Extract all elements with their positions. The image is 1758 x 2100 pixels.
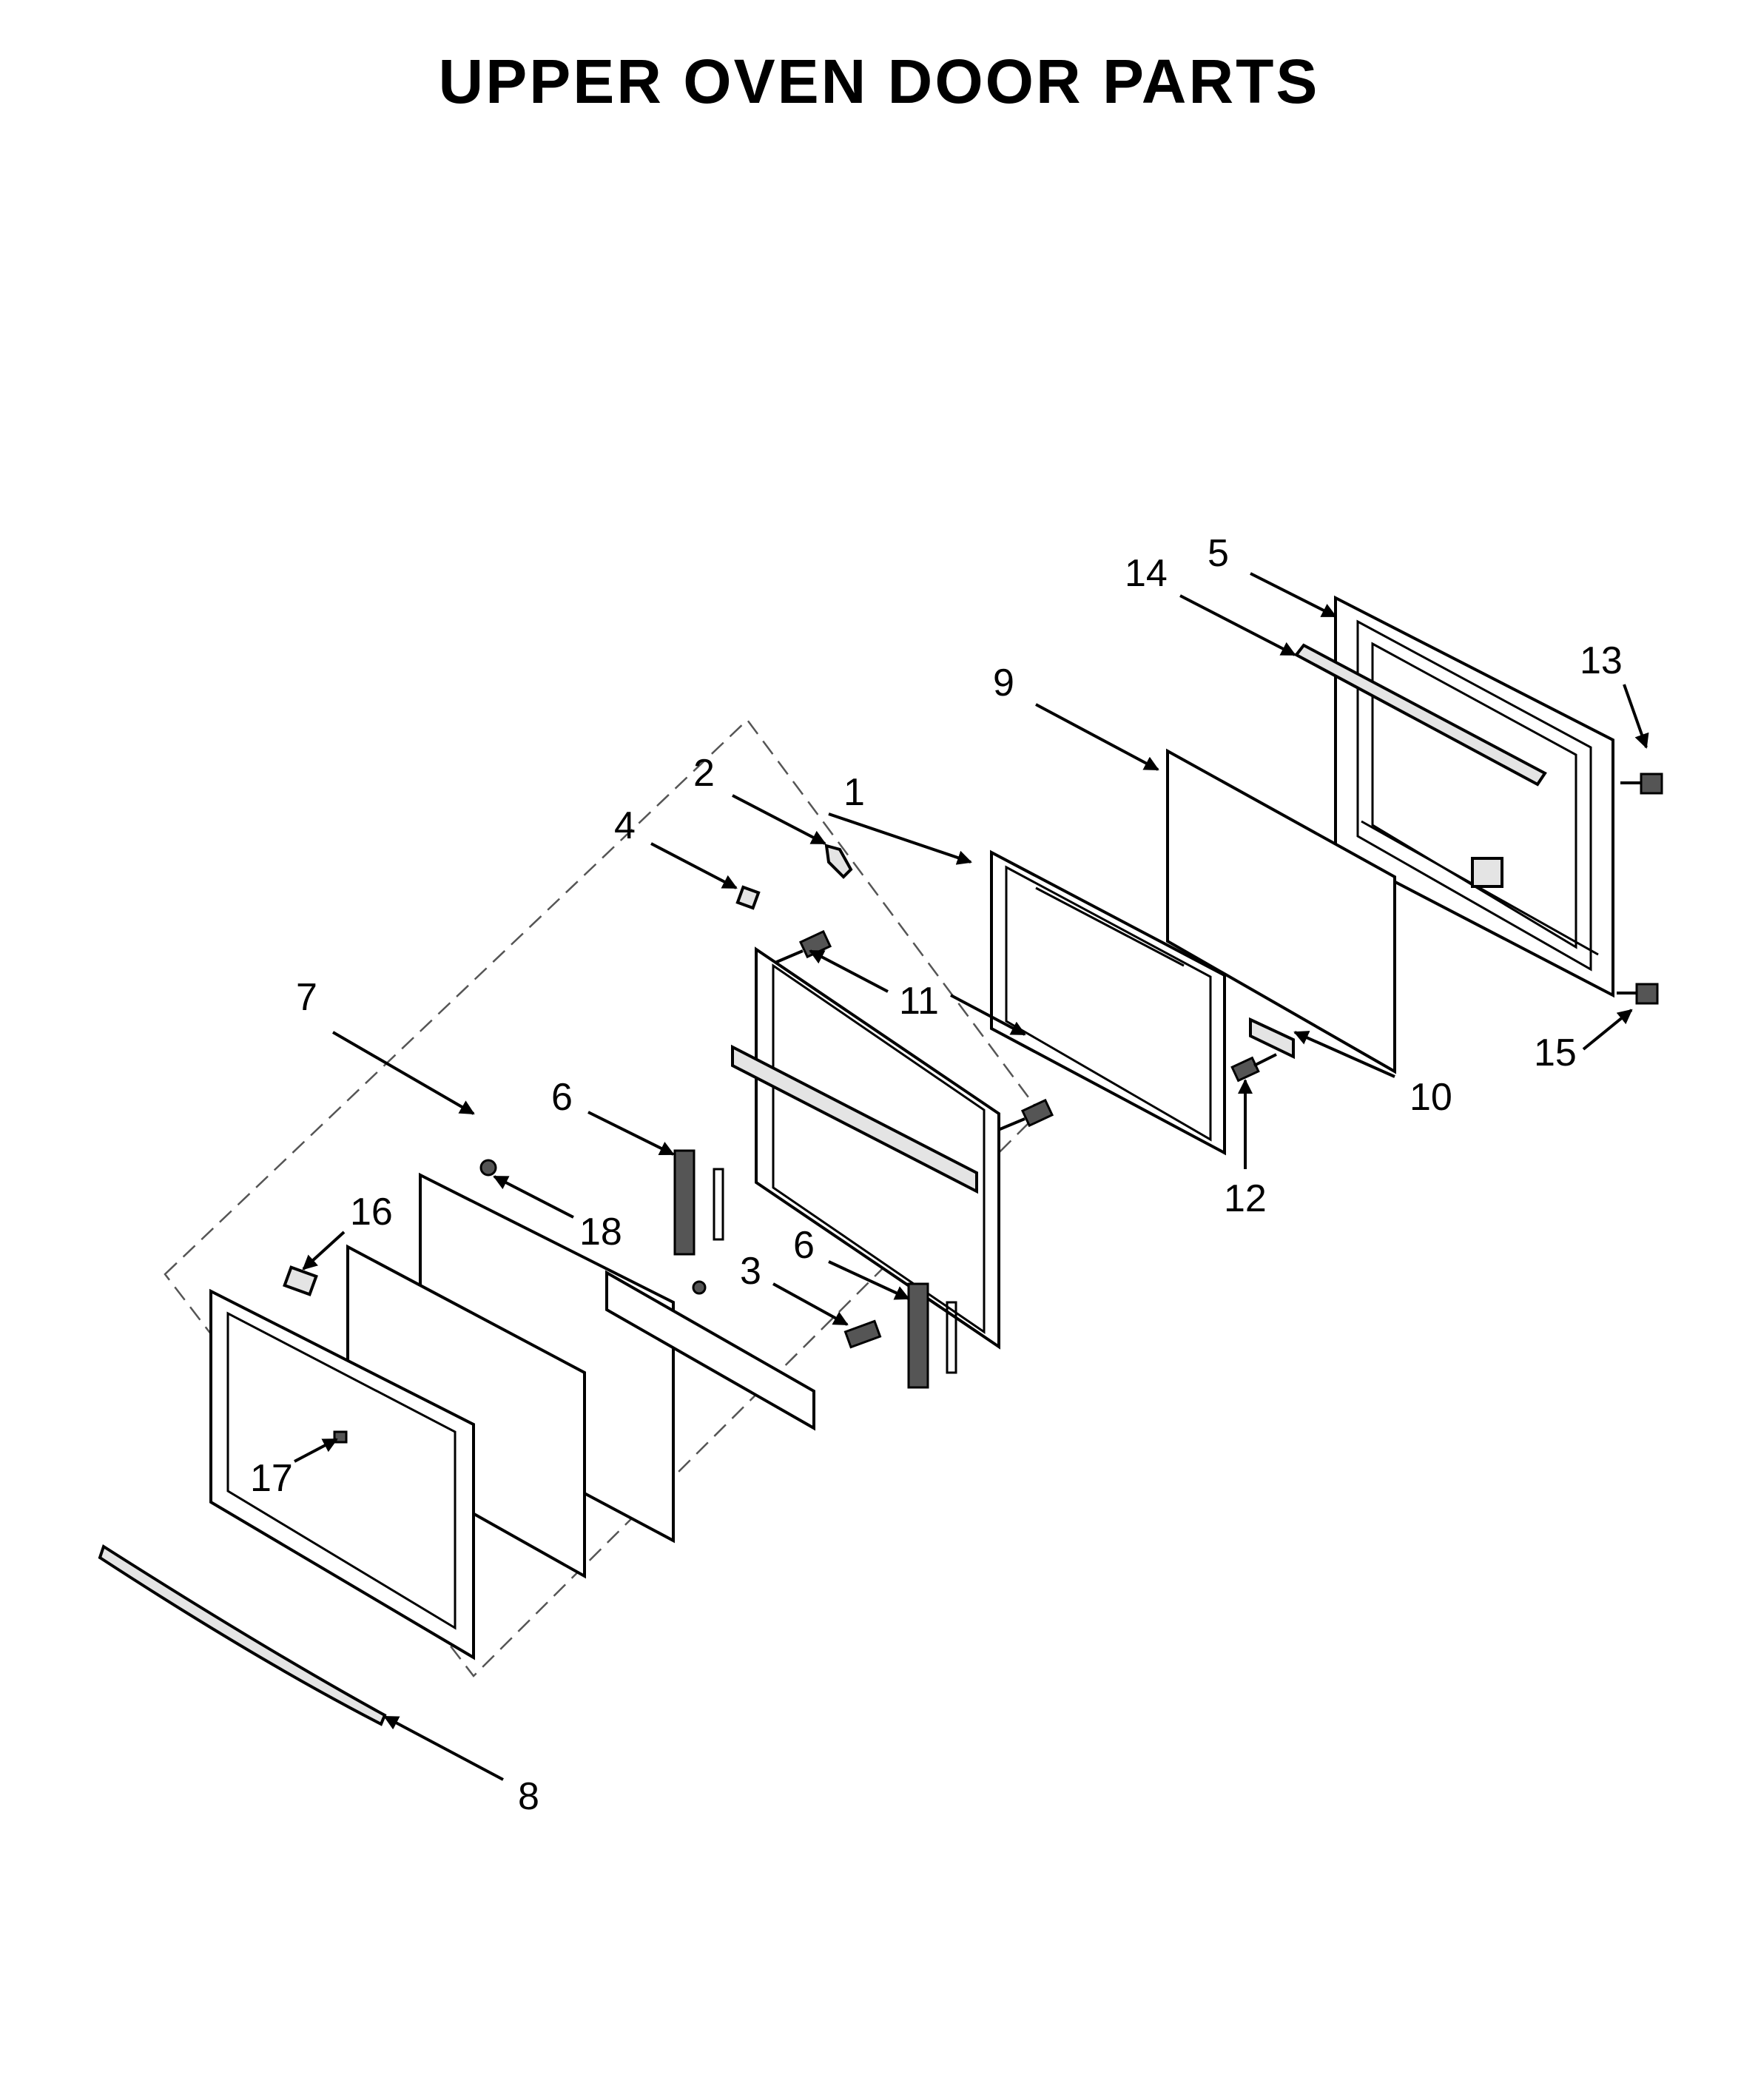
clip-4 xyxy=(735,885,761,910)
screw-11-lower xyxy=(992,1098,1054,1134)
grommet-18 xyxy=(479,1159,497,1177)
callout-15: 15 xyxy=(1534,1032,1577,1074)
callout-13: 13 xyxy=(1580,639,1623,682)
callout-12: 12 xyxy=(1224,1177,1267,1220)
outer-glass-panel xyxy=(209,1288,475,1660)
page-title: UPPER OVEN DOOR PARTS xyxy=(438,47,1320,116)
callout-5: 5 xyxy=(1208,532,1229,575)
bracket-10 xyxy=(1249,1017,1295,1060)
callout-11: 11 xyxy=(899,980,939,1023)
screw-15 xyxy=(1617,983,1659,1005)
callout-14: 14 xyxy=(1125,552,1168,595)
door-liner-frame xyxy=(731,946,1000,1350)
grommet-18b xyxy=(692,1280,707,1295)
screw-13 xyxy=(1620,773,1663,795)
glass-panel-9 xyxy=(1166,748,1396,1074)
screw-11-upper xyxy=(767,929,832,967)
callout-9: 9 xyxy=(993,662,1014,704)
hinge-6-left xyxy=(673,1149,724,1256)
callout-10: 10 xyxy=(1410,1076,1452,1119)
callout-17: 17 xyxy=(250,1457,293,1500)
callout-6a: 6 xyxy=(551,1076,573,1119)
callout-8: 8 xyxy=(518,1775,539,1818)
callout-4: 4 xyxy=(614,804,636,847)
handle-8 xyxy=(98,1544,387,1726)
hinge-6-right xyxy=(907,1282,957,1389)
plate-16 xyxy=(283,1265,318,1296)
callout-1: 1 xyxy=(843,771,865,814)
inner-door-frame-1 xyxy=(990,849,1226,1156)
screw-3 xyxy=(843,1319,882,1349)
callout-3: 3 xyxy=(740,1250,761,1293)
callout-7: 7 xyxy=(296,976,317,1019)
rail-14 xyxy=(1293,643,1547,787)
screw-12 xyxy=(1230,1053,1277,1083)
callout-2: 2 xyxy=(693,752,715,795)
callout-16: 16 xyxy=(350,1191,393,1234)
outer-door-frame-5 xyxy=(1334,595,1614,998)
clip-2 xyxy=(824,844,853,879)
callout-6b: 6 xyxy=(793,1224,815,1267)
insulation-strip xyxy=(605,1270,815,1431)
callout-18: 18 xyxy=(579,1211,622,1253)
